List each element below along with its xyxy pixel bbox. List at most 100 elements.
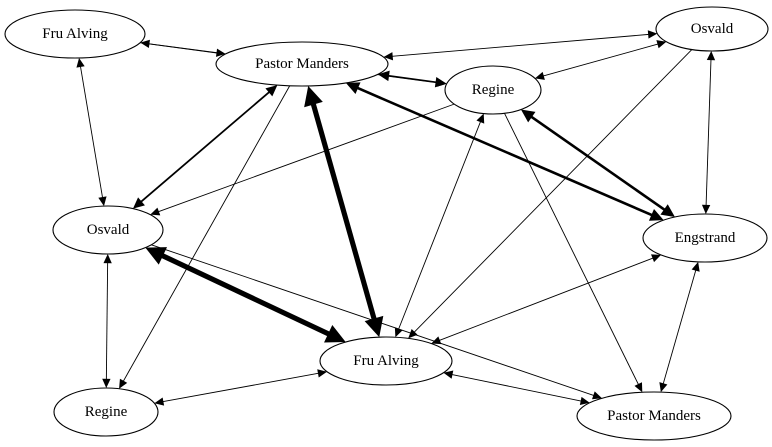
edge-arrowhead-source	[76, 57, 85, 68]
node-label: Osvald	[691, 21, 734, 37]
edge-pastor_manders_top-to-osvald_left	[132, 85, 278, 209]
edge-arrowhead-target	[154, 397, 165, 406]
edge-arrowhead-target	[150, 207, 161, 216]
node-ellipse	[444, 65, 542, 115]
edge-line	[397, 119, 482, 332]
node-label: Pastor Manders	[607, 408, 701, 424]
edge-arrowhead-source	[706, 50, 716, 61]
edge-line	[122, 85, 291, 384]
edge-arrowhead-target	[434, 76, 447, 88]
edge-arrowhead-source	[476, 113, 485, 124]
node-ellipse	[319, 336, 453, 386]
edge-arrowhead-target	[119, 378, 128, 389]
edge-arrowhead-target	[701, 204, 711, 215]
node-regine-bl: Regine	[53, 387, 159, 437]
edge-line	[528, 114, 668, 213]
edge-arrowhead-source	[304, 85, 323, 108]
node-ellipse	[53, 387, 159, 437]
edge-arrowhead-source	[377, 70, 390, 82]
node-osvald-left: Osvald	[52, 205, 164, 255]
edge-regine_top-to-osvald_left	[150, 103, 455, 216]
edge-arrowhead-target	[659, 382, 668, 393]
edge-fru_alving_tl-to-osvald_left	[76, 57, 107, 207]
node-label: Pastor Manders	[255, 56, 349, 72]
edge-line	[437, 256, 655, 342]
edge-line	[390, 33, 651, 57]
edge-arrowhead-source	[265, 85, 278, 97]
edge-fru_alving_center-to-pastor_manders_br	[443, 370, 590, 406]
edge-regine_top-to-fru_alving_center	[394, 113, 485, 338]
node-ellipse	[215, 41, 389, 87]
edge-line	[309, 99, 378, 324]
edge-line	[412, 49, 693, 334]
edge-line	[79, 64, 104, 200]
edge-line	[354, 85, 656, 218]
node-pastor-manders-br: Pastor Manders	[576, 391, 732, 441]
node-label: Osvald	[87, 222, 130, 238]
edge-arrowhead-target	[534, 71, 545, 80]
edge-engstrand-to-fru_alving_center	[431, 254, 662, 345]
node-pastor-manders-top: Pastor Manders	[215, 41, 389, 87]
node-ellipse	[576, 391, 732, 441]
edge-line	[105, 260, 109, 382]
edge-arrowhead-target	[579, 396, 590, 406]
node-osvald-tr: Osvald	[655, 6, 769, 52]
edge-osvald_left-to-fru_alving_center	[145, 247, 346, 343]
edge-regine_top-to-engstrand	[520, 109, 675, 218]
edge-pastor_manders_top-to-fru_alving_center	[304, 85, 384, 338]
edge-line	[541, 43, 660, 77]
edge-line	[450, 373, 584, 402]
edge-arrowhead-source	[383, 52, 394, 61]
edge-line	[157, 251, 334, 339]
edge-arrowhead-source	[656, 40, 667, 49]
edge-arrowhead-target	[431, 336, 442, 345]
edge-arrowhead-source	[145, 247, 168, 265]
node-ellipse	[4, 9, 146, 59]
node-regine-top: Regine	[444, 65, 542, 115]
edge-arrowhead-target	[215, 48, 226, 57]
node-ellipse	[655, 6, 769, 52]
node-fru-alving-tl: Fru Alving	[4, 9, 146, 59]
edge-pastor_manders_top-to-regine_bl	[119, 85, 291, 389]
edge-arrowhead-source	[345, 82, 361, 95]
edge-pastor_manders_top-to-osvald_tr	[383, 30, 658, 61]
edge-line	[662, 268, 697, 386]
node-label: Fru Alving	[353, 353, 419, 369]
edge-regine_top-to-pastor_manders_br	[504, 113, 643, 393]
edge-arrowhead-target	[102, 378, 111, 389]
edge-arrowhead-target	[648, 209, 664, 221]
edge-arrowhead-target	[364, 315, 384, 338]
node-fru-alving-center: Fru Alving	[319, 336, 453, 386]
node-engstrand: Engstrand	[642, 213, 768, 263]
edge-pastor_manders_top-to-regine_top	[377, 70, 447, 88]
node-label: Fru Alving	[42, 26, 108, 42]
edge-arrowhead-source	[520, 109, 536, 123]
edge-arrowhead-source	[103, 253, 112, 264]
edge-osvald_tr-to-engstrand	[701, 50, 716, 215]
edge-arrowhead-source	[317, 369, 327, 378]
edge-arrowhead-target	[324, 324, 346, 343]
edge-arrowhead-source	[443, 370, 454, 379]
edge-osvald_tr-to-regine_top	[534, 40, 667, 80]
edge-layer	[76, 30, 716, 406]
edge-osvald_left-to-pastor_manders_br	[151, 244, 603, 400]
edge-osvald_left-to-regine_bl	[102, 253, 112, 389]
node-label: Engstrand	[675, 230, 736, 246]
edge-arrowhead-source	[691, 261, 700, 272]
edge-pastor_manders_top-to-engstrand	[345, 82, 664, 221]
edge-arrowhead-target	[647, 30, 658, 39]
edge-line	[151, 244, 596, 397]
node-ellipse	[52, 205, 164, 255]
edge-arrowhead-target	[634, 382, 643, 393]
edge-line	[161, 372, 321, 403]
node-label: Regine	[85, 404, 128, 420]
edge-line	[156, 103, 455, 213]
edge-arrowhead-target	[592, 391, 603, 400]
node-ellipse	[642, 213, 768, 263]
edge-arrowhead-target	[98, 196, 107, 207]
edge-line	[138, 89, 272, 204]
edge-engstrand-to-pastor_manders_br	[659, 261, 700, 393]
edge-line	[705, 57, 712, 208]
